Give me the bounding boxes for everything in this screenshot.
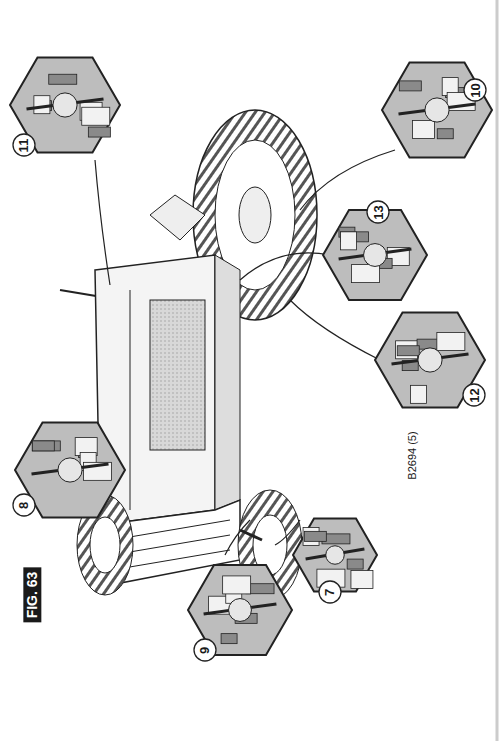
detail-inset xyxy=(323,210,427,300)
detail-inset xyxy=(382,62,492,157)
callout-ring xyxy=(319,581,341,603)
callout-number: 13 xyxy=(372,205,385,219)
inset-part xyxy=(425,98,449,122)
inset-part xyxy=(326,546,344,564)
hexagon-frame xyxy=(375,312,485,407)
inset-part xyxy=(304,531,326,541)
inset-part xyxy=(82,107,110,125)
inset-part xyxy=(53,93,77,117)
callout-number: 9 xyxy=(198,646,211,653)
callout-ring xyxy=(13,494,35,516)
callout-number: 7 xyxy=(323,588,336,595)
inset-part xyxy=(351,265,379,283)
inset-part xyxy=(88,127,110,137)
callout-ring xyxy=(194,639,216,661)
inset-part xyxy=(418,348,442,372)
hexagon-frame xyxy=(382,62,492,157)
inset-part xyxy=(32,441,60,451)
hexagon-frame xyxy=(10,57,120,152)
inset-part xyxy=(340,232,356,250)
detail-inset xyxy=(375,312,485,407)
inset-part xyxy=(437,333,465,351)
callout-ring xyxy=(367,201,389,223)
inset-part xyxy=(399,81,421,91)
callout-ring xyxy=(13,134,35,156)
callout-number: 8 xyxy=(17,501,30,508)
inset-part xyxy=(223,576,251,594)
figure-number: FIG. 63 xyxy=(23,568,41,623)
inset-part xyxy=(347,559,363,569)
detail-insets xyxy=(10,57,492,655)
inset-part xyxy=(34,96,50,114)
callout-number: 10 xyxy=(469,83,482,97)
inset-part xyxy=(413,121,435,139)
inset-part xyxy=(437,129,453,139)
detail-inset xyxy=(10,57,120,152)
inset-part xyxy=(351,570,373,588)
hexagon-frame xyxy=(323,210,427,300)
inset-part xyxy=(364,244,387,267)
callout-circles xyxy=(13,79,486,661)
detail-inset xyxy=(293,519,377,592)
inset-part xyxy=(32,441,54,451)
drawing-code: B2694 (5) xyxy=(407,431,418,479)
inset-part xyxy=(221,634,237,644)
callout-ring xyxy=(463,384,485,406)
callout-number: 11 xyxy=(18,138,31,152)
inset-part xyxy=(58,458,82,482)
inset-part xyxy=(410,385,426,403)
inset-part xyxy=(49,74,77,84)
callout-number: 12 xyxy=(468,388,481,402)
inset-part xyxy=(397,346,419,356)
callout-ring xyxy=(464,79,486,101)
inset-part xyxy=(229,599,252,622)
hexagon-frame xyxy=(293,519,377,592)
